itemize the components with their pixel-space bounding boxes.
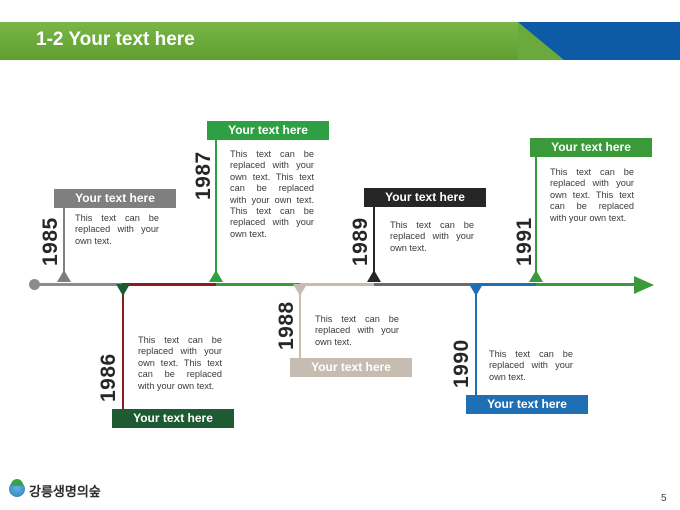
marker-down-icon	[293, 284, 307, 296]
event-year-1991: 1991	[513, 217, 536, 266]
event-year-1990: 1990	[450, 339, 473, 388]
event-year-1988: 1988	[275, 301, 298, 350]
marker-up-icon	[529, 270, 543, 282]
event-label-1991: Your text here	[530, 138, 652, 157]
event-label-1985: Your text here	[54, 189, 176, 208]
event-text-1989: This text can be replaced with your own …	[390, 220, 474, 253]
event-text-1986: This text can be replaced with your own …	[138, 335, 222, 391]
event-label-1989: Your text here	[364, 188, 486, 207]
marker-up-icon	[367, 270, 381, 282]
event-label-1987: Your text here	[207, 121, 329, 140]
stem-1989	[373, 206, 375, 276]
event-text-1987: This text can be replaced with your own …	[230, 149, 314, 239]
timeline-segment-1988	[300, 283, 374, 286]
header-green-band	[0, 22, 565, 60]
page-title: 1-2 Your text here	[36, 29, 195, 50]
event-text-1991: This text can be replaced with your own …	[550, 167, 634, 223]
timeline-segment-1987	[216, 283, 300, 286]
timeline-start-dot	[29, 279, 40, 290]
stem-1987	[215, 140, 217, 276]
stem-1988	[299, 290, 301, 360]
marker-down-icon	[469, 284, 483, 296]
event-text-1985: This text can be replaced with your own …	[75, 213, 159, 246]
timeline-segment-1986	[122, 283, 216, 286]
marker-up-icon	[209, 270, 223, 282]
event-year-1986: 1986	[97, 353, 120, 402]
timeline-segment-1991	[536, 283, 636, 286]
event-text-1988: This text can be replaced with your own …	[315, 314, 399, 347]
event-label-1990: Your text here	[466, 395, 588, 414]
event-year-1987: 1987	[192, 151, 215, 200]
event-year-1989: 1989	[349, 217, 372, 266]
logo-text: 강릉생명의숲	[29, 485, 101, 500]
marker-up-icon	[57, 270, 71, 282]
timeline-segment-1990	[476, 283, 536, 286]
stem-1985	[63, 208, 65, 276]
event-label-1988: Your text here	[290, 358, 412, 377]
stem-1986	[122, 290, 124, 418]
timeline-arrow-icon	[634, 276, 654, 294]
event-year-1985: 1985	[39, 217, 62, 266]
logo-leaf-icon	[11, 479, 23, 486]
page-number: 5	[661, 493, 667, 504]
stem-1990	[475, 290, 477, 398]
stem-1991	[535, 157, 537, 276]
event-label-1986: Your text here	[112, 409, 234, 428]
timeline-segment-1989	[374, 283, 476, 286]
event-text-1990: This text can be replaced with your own …	[489, 349, 573, 382]
marker-down-icon	[116, 284, 130, 296]
timeline-segment-1985	[34, 283, 122, 286]
